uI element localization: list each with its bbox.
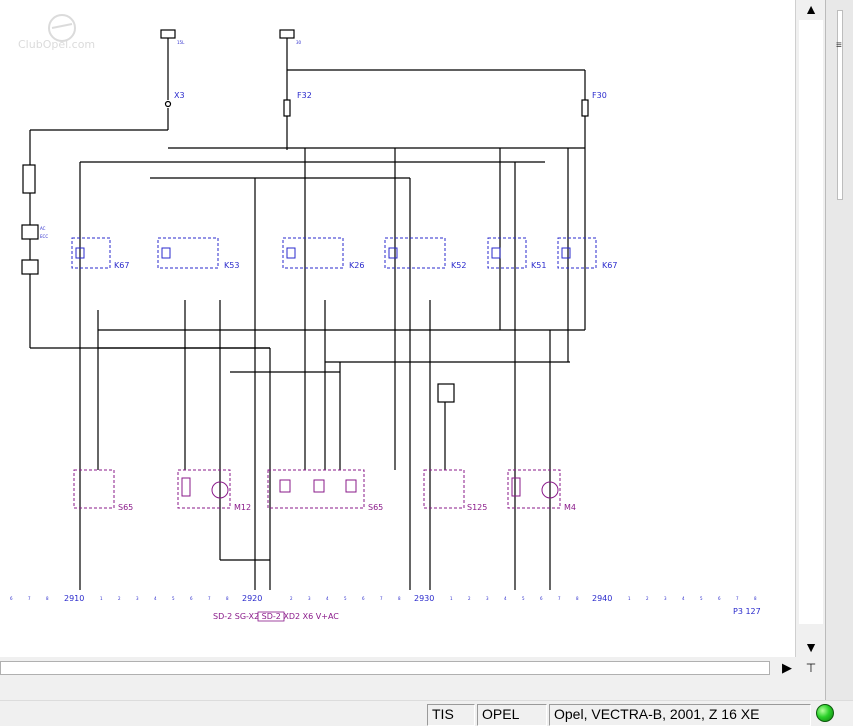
relay-group: [71, 237, 597, 269]
svg-text:7: 7: [380, 596, 383, 601]
svg-text:4: 4: [504, 596, 507, 601]
feed-label-15l: 15L: [177, 40, 185, 45]
bottom-note-box: [257, 611, 285, 622]
component-label-m12: M12: [234, 503, 251, 512]
ground-block-2930: 2930: [414, 594, 434, 603]
ground-block-2920: 2920: [242, 594, 262, 603]
fuse-label-f32: F32: [297, 91, 312, 100]
status-vehicle: Opel, VECTRA-B, 2001, Z 16 XE: [549, 704, 811, 726]
svg-text:8: 8: [226, 596, 229, 601]
svg-text:4: 4: [326, 596, 329, 601]
feed-label-30: 30: [296, 40, 302, 45]
component-label-m4: M4: [564, 503, 576, 512]
svg-text:6: 6: [190, 596, 193, 601]
svg-text:2: 2: [646, 596, 649, 601]
svg-text:5: 5: [522, 596, 525, 601]
horizontal-scroll-track[interactable]: [0, 661, 770, 675]
svg-text:7: 7: [558, 596, 561, 601]
grip-icon: ≡: [836, 40, 842, 51]
svg-text:6: 6: [362, 596, 365, 601]
relay-label-k67-b: K67: [602, 261, 617, 270]
connector-label-ac: AC: [40, 226, 46, 231]
svg-text:4: 4: [682, 596, 685, 601]
svg-text:3: 3: [486, 596, 489, 601]
svg-text:5: 5: [344, 596, 347, 601]
svg-text:3: 3: [136, 596, 139, 601]
component-label-s125: S125: [467, 503, 487, 512]
relay-label-k52: K52: [451, 261, 466, 270]
ground-block-2940: 2940: [592, 594, 612, 603]
watermark-logo: ClubOpel.com: [18, 14, 95, 51]
scroll-up-icon[interactable]: ▲: [804, 1, 818, 17]
connector-label-x3: X3: [174, 91, 185, 100]
svg-text:5: 5: [700, 596, 703, 601]
component-label-s65-b: S65: [368, 503, 383, 512]
ground-scale-row: 6 7 8 2910 1 2 3 4 5 6 7 8 2920 2 3 4 5 …: [10, 594, 757, 603]
status-led-icon: [816, 704, 834, 722]
component-label-s65-a: S65: [118, 503, 133, 512]
relay-label-k26: K26: [349, 261, 364, 270]
svg-text:6: 6: [10, 596, 13, 601]
status-bar: TIS OPEL Opel, VECTRA-B, 2001, Z 16 XE: [0, 700, 853, 726]
svg-text:8: 8: [398, 596, 401, 601]
wiring-diagram-svg: ClubOpel.com: [10, 14, 761, 622]
svg-text:4: 4: [154, 596, 157, 601]
watermark-text: ClubOpel.com: [18, 38, 95, 51]
relay-label-k51: K51: [531, 261, 546, 270]
vertical-scroll-track[interactable]: [799, 20, 823, 624]
svg-text:1: 1: [450, 596, 453, 601]
page-reference: P3 127: [733, 607, 761, 616]
status-app: TIS: [427, 704, 475, 726]
bottom-connector-note: SD-2 SG-X2 SD-2 XD2 X6 V+AC: [213, 612, 339, 621]
horizontal-scrollbar[interactable]: ▶ ⊤: [0, 657, 816, 679]
svg-text:7: 7: [28, 596, 31, 601]
svg-text:1: 1: [628, 596, 631, 601]
svg-text:3: 3: [664, 596, 667, 601]
status-brand: OPEL: [477, 704, 547, 726]
svg-text:2: 2: [468, 596, 471, 601]
svg-text:7: 7: [736, 596, 739, 601]
resize-corner-icon: ⊤: [805, 661, 817, 675]
svg-text:8: 8: [46, 596, 49, 601]
outer-scroll-thumb[interactable]: [837, 10, 843, 200]
svg-text:7: 7: [208, 596, 211, 601]
svg-text:8: 8: [754, 596, 757, 601]
connector-label-ecc: ECC: [40, 234, 48, 239]
vertical-scrollbar[interactable]: ▲ ▼: [795, 0, 825, 657]
fuse-label-f30: F30: [592, 91, 607, 100]
svg-text:2: 2: [290, 596, 293, 601]
relay-label-k53: K53: [224, 261, 239, 270]
scroll-right-icon[interactable]: ▶: [782, 660, 792, 675]
scroll-down-icon[interactable]: ▼: [804, 639, 818, 655]
ground-block-2910: 2910: [64, 594, 84, 603]
svg-text:6: 6: [718, 596, 721, 601]
relay-label-k67-a: K67: [114, 261, 129, 270]
svg-text:2: 2: [118, 596, 121, 601]
svg-text:5: 5: [172, 596, 175, 601]
svg-text:3: 3: [308, 596, 311, 601]
svg-text:1: 1: [100, 596, 103, 601]
outer-scrollbar[interactable]: ≡: [825, 0, 853, 700]
component-group: [73, 469, 561, 509]
wiring-diagram-canvas[interactable]: ClubOpel.com: [0, 0, 795, 657]
svg-text:8: 8: [576, 596, 579, 601]
svg-text:6: 6: [540, 596, 543, 601]
